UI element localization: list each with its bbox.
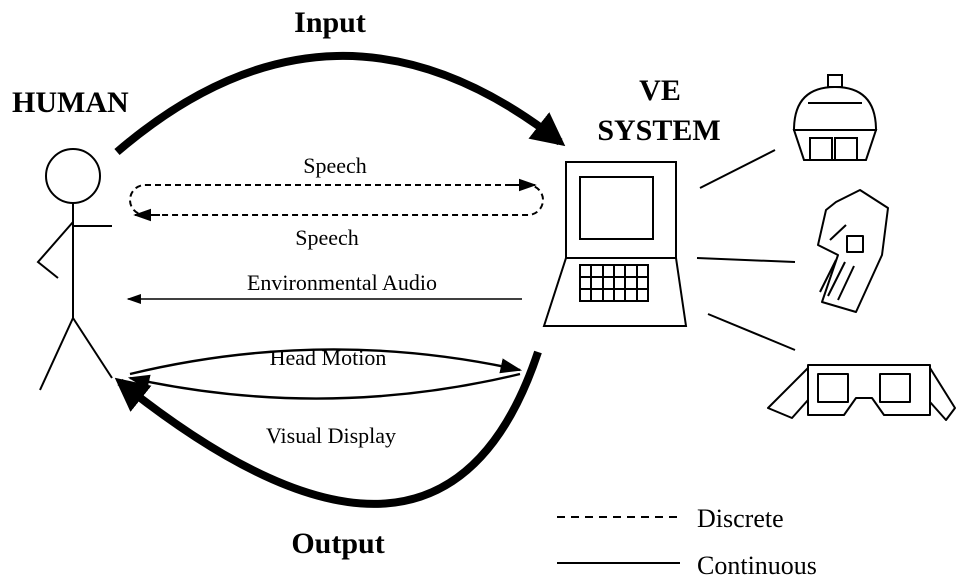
output-label: Output (291, 527, 384, 560)
input-arrow (114, 52, 566, 156)
computer-icon (542, 161, 688, 327)
ve-system-label-line1: VE (639, 74, 681, 107)
visual-display-label: Visual Display (266, 423, 396, 448)
helmet-icon (792, 74, 878, 161)
device-connectors (696, 149, 796, 351)
head-motion-arrow (129, 348, 523, 376)
speech-bottom-label: Speech (295, 225, 359, 250)
legend-continuous-label: Continuous (697, 551, 817, 579)
glove-icon (817, 189, 889, 313)
visual-display-arrow (127, 372, 521, 400)
human-label: HUMAN (12, 86, 129, 119)
legend-discrete-label: Discrete (697, 504, 784, 533)
input-label: Input (294, 6, 366, 39)
speech-discrete-loop (129, 184, 544, 216)
human-stick-figure (36, 148, 113, 391)
environmental-audio-label: Environmental Audio (247, 270, 437, 295)
head-motion-label: Head Motion (270, 345, 387, 370)
speech-top-label: Speech (303, 153, 367, 178)
glasses-icon (767, 364, 956, 421)
output-arrow (114, 350, 542, 508)
ve-system-label-line2: SYSTEM (597, 114, 720, 147)
